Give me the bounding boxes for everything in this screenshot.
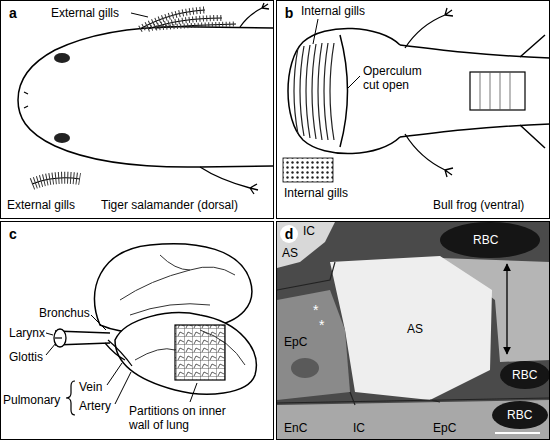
larynx [54, 329, 66, 347]
red-blood-cell [500, 361, 550, 389]
cell-label: RBC [506, 408, 533, 422]
asterisk-mark: * [318, 318, 325, 332]
part-label: Internal gills [300, 4, 366, 18]
leader-line [91, 315, 106, 330]
pulmonary-vessel [105, 340, 132, 366]
internal-gills [294, 43, 334, 140]
part-label: Partitions on inner wall of lung [128, 404, 244, 432]
salamander-head [18, 27, 273, 167]
leader-line [107, 363, 122, 385]
epithelial-cell [277, 290, 350, 400]
cell-label: EnC [283, 421, 308, 435]
cell-label: IC [352, 421, 366, 435]
gill-stalk [156, 24, 236, 28]
leader-line [313, 19, 318, 44]
gill-inset [283, 158, 333, 182]
body-cut [470, 72, 525, 110]
part-label: Larynx [8, 326, 46, 340]
front-limb [405, 134, 453, 177]
nucleus [291, 358, 319, 378]
cell-label: AS [281, 246, 299, 260]
part-label: External gills [50, 6, 120, 20]
eye [54, 53, 70, 63]
panel-letter: a [4, 4, 22, 22]
panel-caption: Tiger salamander (dorsal) [100, 198, 239, 212]
cell-label: EpC [283, 335, 308, 349]
part-label: Bronchus [38, 306, 91, 320]
gill-inset-filaments [32, 178, 80, 184]
inset-label: Internal gills [283, 186, 349, 200]
leader-line [190, 383, 197, 402]
lung-lobe [115, 313, 256, 394]
leader-line [46, 333, 53, 335]
cell-label: RBC [472, 233, 499, 247]
part-label: Glottis [8, 350, 44, 364]
asterisk-mark: * [312, 303, 319, 317]
operculum-edge [340, 35, 348, 147]
lung-cut-window [175, 325, 225, 380]
inset-label: External gills [6, 198, 76, 212]
glottis [55, 337, 62, 338]
gill-inset-stalk [32, 178, 80, 184]
front-limb [405, 8, 453, 48]
part-label: Vein [78, 380, 103, 394]
cell-boundary [277, 262, 550, 405]
endothelial-layer [277, 400, 550, 440]
cell-label: IC [302, 224, 316, 238]
panel-letter: d [280, 225, 298, 243]
leader-line [46, 343, 56, 355]
eye [54, 133, 70, 143]
cell-label: AS [406, 322, 424, 336]
air-space [330, 256, 492, 400]
gill-filaments [156, 24, 236, 28]
body-cut-lines [480, 72, 510, 110]
panel-letter: c [4, 225, 22, 243]
scale-bar [495, 432, 540, 434]
part-label: Operculum cut open [362, 64, 430, 92]
air-space [277, 222, 335, 268]
leader-line [131, 13, 148, 17]
nostril [24, 92, 28, 108]
front-limb [240, 3, 269, 27]
panel-letter: b [280, 4, 298, 22]
front-limb [200, 167, 258, 194]
panel-caption: Bull frog (ventral) [432, 198, 525, 212]
part-label: Artery [78, 399, 112, 413]
leader-line [348, 76, 360, 88]
cell-label: RBC [511, 368, 538, 382]
micrograph-ground [276, 221, 550, 440]
double-arrow [506, 264, 507, 354]
part-label: Pulmonary [2, 393, 61, 407]
red-blood-cell [440, 222, 540, 258]
brace [66, 381, 75, 415]
leader-line [115, 372, 131, 404]
cell-label: EpC [432, 421, 457, 435]
panel-box: a [0, 0, 274, 219]
red-blood-cell [492, 401, 548, 429]
